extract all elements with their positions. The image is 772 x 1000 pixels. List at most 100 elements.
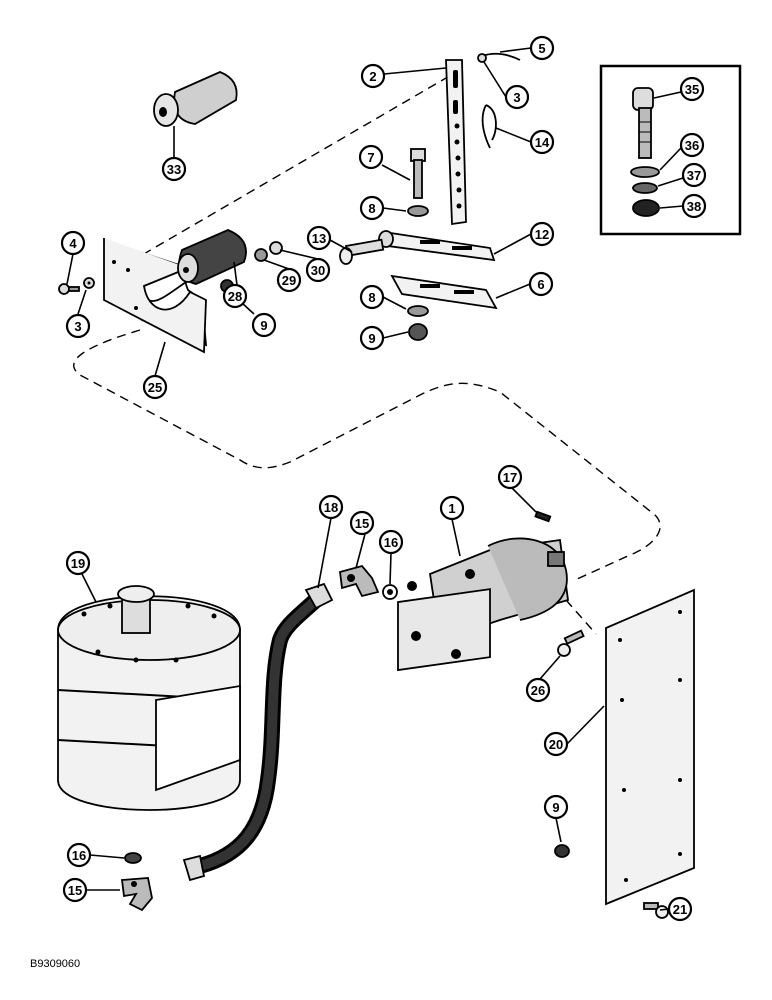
leader-lines xyxy=(66,47,684,911)
hose-part-18 xyxy=(182,582,334,882)
callout-label: 25 xyxy=(148,380,162,395)
callout-label: 2 xyxy=(369,69,376,84)
callout-2: 2 xyxy=(360,63,386,89)
callout-label: 21 xyxy=(673,902,687,917)
callout-label: 38 xyxy=(687,199,701,214)
callout-26: 26 xyxy=(525,677,551,703)
nut-part-9-lower xyxy=(554,844,570,858)
o-ring-part-16-lower xyxy=(124,852,142,864)
nut-part-30 xyxy=(269,241,283,255)
callout-20: 20 xyxy=(543,731,569,757)
callout-3: 3 xyxy=(504,84,530,110)
callout-15: 15 xyxy=(349,510,375,536)
washer-part-8-top xyxy=(407,205,429,217)
callout-18: 18 xyxy=(318,494,344,520)
callout-label: 12 xyxy=(535,227,549,242)
callout-1: 1 xyxy=(439,495,465,521)
bolt-part-7 xyxy=(410,148,426,199)
callout-16: 16 xyxy=(378,529,404,555)
adjusting-link-part-2 xyxy=(445,59,467,226)
callout-29: 29 xyxy=(276,267,302,293)
callout-15: 15 xyxy=(62,877,88,903)
callout-33: 33 xyxy=(161,156,187,182)
plate-part-6 xyxy=(390,274,498,310)
callout-label: 9 xyxy=(552,800,559,815)
callout-label: 29 xyxy=(282,273,296,288)
callout-label: 3 xyxy=(74,319,81,334)
arm-part-12 xyxy=(378,230,496,262)
hydraulic-pump-part-1 xyxy=(397,537,569,672)
bolt-part-26 xyxy=(557,629,585,657)
callout-labels: 1233456788999121314151516161718192021252… xyxy=(60,35,707,922)
washer-part-8-bottom xyxy=(407,305,429,317)
callout-label: 37 xyxy=(687,168,701,183)
o-ring-part-16-upper xyxy=(382,584,398,600)
callout-label: 30 xyxy=(311,263,325,278)
callout-21: 21 xyxy=(667,896,693,922)
callout-37: 37 xyxy=(681,162,707,188)
callout-5: 5 xyxy=(529,35,555,61)
callout-label: 3 xyxy=(513,90,520,105)
callout-8: 8 xyxy=(359,284,385,310)
callout-12: 12 xyxy=(529,221,555,247)
callout-label: 19 xyxy=(71,556,85,571)
callout-9: 9 xyxy=(359,325,385,351)
callout-label: 20 xyxy=(549,737,563,752)
pin-part-13 xyxy=(339,238,385,265)
elbow-fitting-part-15-lower xyxy=(120,877,153,912)
callout-9: 9 xyxy=(251,312,277,338)
callout-label: 1 xyxy=(448,501,455,516)
callout-28: 28 xyxy=(222,283,248,309)
key-part-17 xyxy=(534,510,552,523)
callout-30: 30 xyxy=(305,257,331,283)
inset-frame xyxy=(599,64,742,236)
callout-label: 6 xyxy=(537,277,544,292)
nut-part-9-middle xyxy=(408,323,428,341)
callout-17: 17 xyxy=(497,464,523,490)
callout-label: 8 xyxy=(368,290,375,305)
washer-part-3-left xyxy=(83,277,95,289)
callout-8: 8 xyxy=(359,195,385,221)
reference-code: B9309060 xyxy=(30,958,81,970)
callout-3: 3 xyxy=(65,313,91,339)
callout-label: 26 xyxy=(531,683,545,698)
nut-part-29 xyxy=(254,248,268,262)
hairpin-part-14 xyxy=(481,104,497,149)
callout-13: 13 xyxy=(306,225,332,251)
callout-38: 38 xyxy=(681,193,707,219)
callout-label: 16 xyxy=(384,535,398,550)
callout-14: 14 xyxy=(529,129,555,155)
callout-label: 7 xyxy=(367,150,374,165)
reservoir-part-19 xyxy=(57,585,241,811)
callout-label: 13 xyxy=(312,231,326,246)
callout-label: 4 xyxy=(69,236,77,251)
callout-label: 15 xyxy=(355,516,369,531)
callout-label: 36 xyxy=(685,138,699,153)
inset-banjo-bolt xyxy=(630,87,660,217)
callout-label: 18 xyxy=(324,500,338,515)
callout-label: 8 xyxy=(368,201,375,216)
dashed-line-pump-bolt xyxy=(565,599,597,635)
mounting-plate-part-20 xyxy=(605,588,695,906)
dashed-line-bracket-to-link xyxy=(129,77,447,263)
callout-label: 16 xyxy=(72,848,86,863)
dashed-loop-bracket-to-pump xyxy=(73,329,661,581)
washer-part-3-top xyxy=(477,53,487,63)
cotter-pin-part-5 xyxy=(481,52,521,61)
callout-35: 35 xyxy=(679,76,705,102)
callout-6: 6 xyxy=(528,271,554,297)
bolt-part-4 xyxy=(58,283,80,295)
callout-36: 36 xyxy=(679,132,705,158)
callout-label: 35 xyxy=(685,82,699,97)
callout-label: 9 xyxy=(260,318,267,333)
callout-25: 25 xyxy=(142,374,168,400)
callout-label: 9 xyxy=(368,331,375,346)
callout-19: 19 xyxy=(65,550,91,576)
callout-label: 33 xyxy=(167,162,181,177)
callout-label: 17 xyxy=(503,470,517,485)
callout-7: 7 xyxy=(358,144,384,170)
bolt-part-21 xyxy=(643,902,669,919)
cylinder-part-28 xyxy=(177,229,247,285)
callout-16: 16 xyxy=(66,842,92,868)
